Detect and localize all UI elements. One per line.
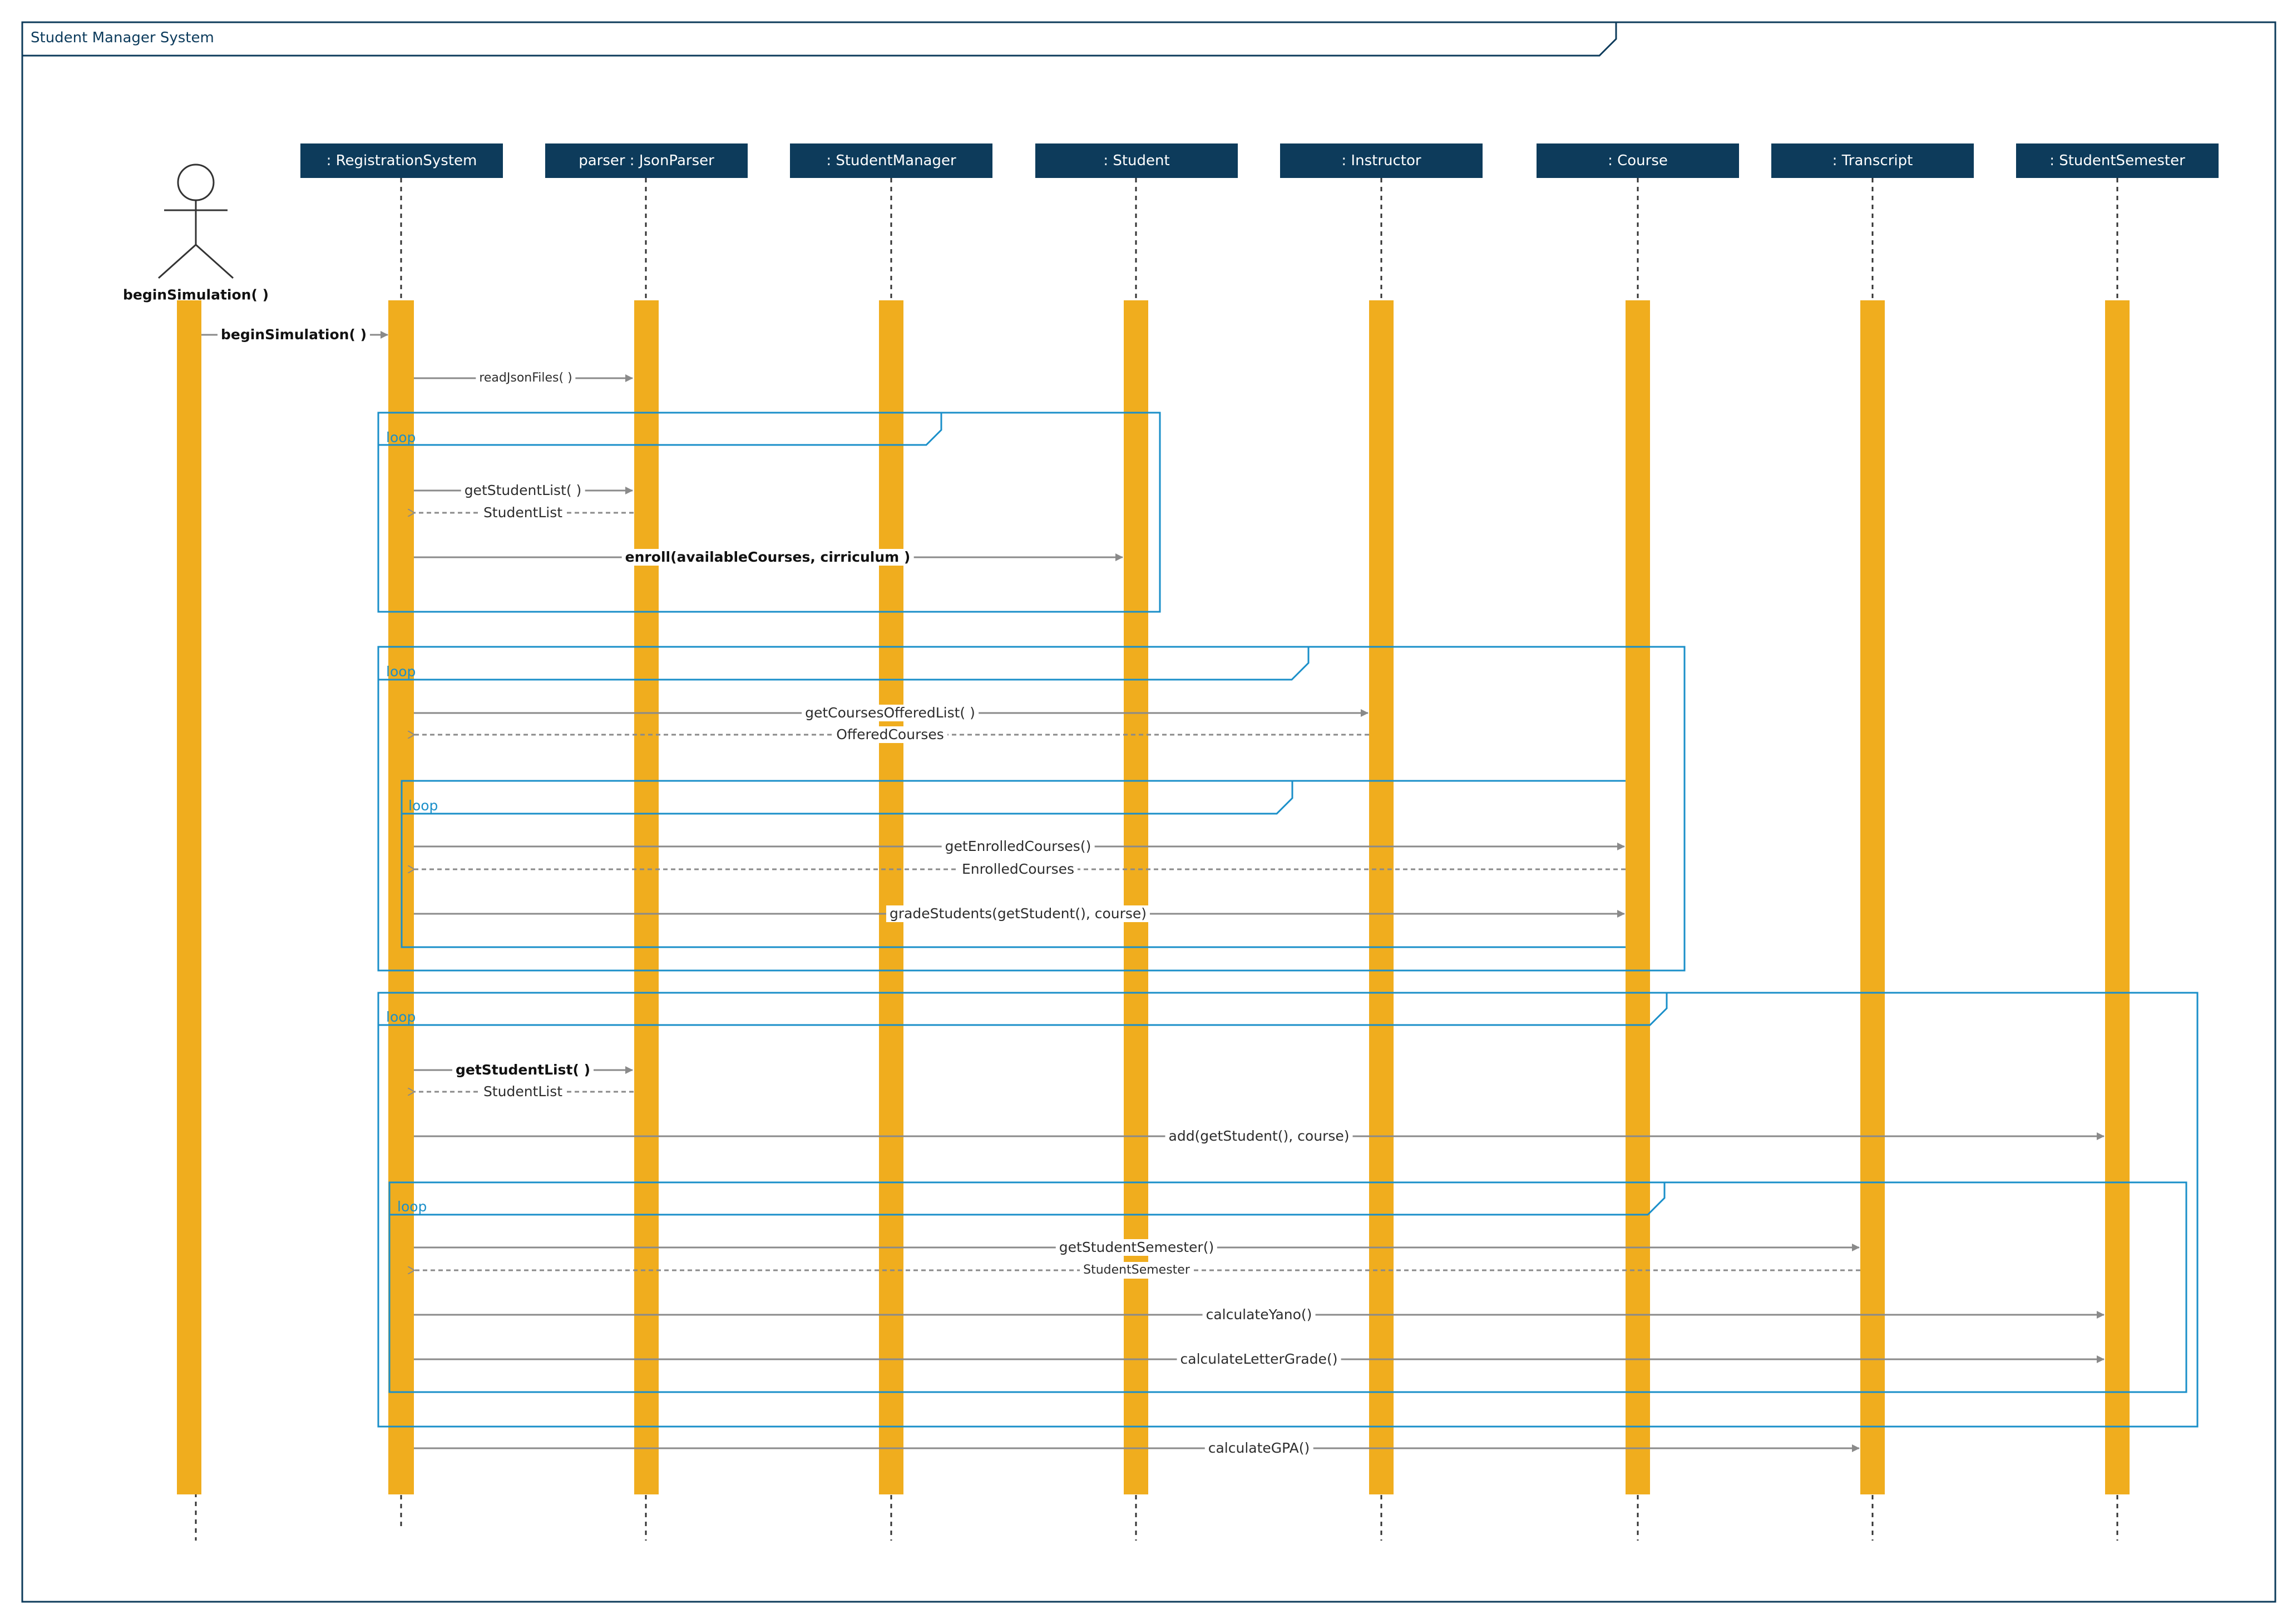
return-label-7: OfferedCourses (833, 726, 947, 743)
lifeline-header-course: : Course (1537, 143, 1739, 178)
message-label-1: beginSimulation( ) (217, 326, 371, 343)
lifeline-header-student: : Student (1035, 143, 1238, 178)
loop-fragment-3 (401, 780, 1626, 948)
activation-student-semester (2105, 300, 2130, 1494)
actor-icon (157, 164, 234, 279)
loop-label-2: loop (386, 664, 416, 680)
activation-instructor (1369, 300, 1394, 1494)
activation-course (1626, 300, 1650, 1494)
loop-label-3: loop (408, 798, 438, 814)
lifeline-header-instructor: : Instructor (1280, 143, 1483, 178)
message-label-3: getStudentList( ) (461, 482, 585, 499)
frame-title: Student Manager System (31, 29, 214, 46)
frame-border (21, 21, 2276, 1603)
return-label-12: StudentList (480, 1083, 566, 1100)
message-label-2: readJsonFiles( ) (476, 370, 576, 387)
lifeline-header-parser: parser : JsonParser (545, 143, 748, 178)
message-label-17: calculateLetterGrade() (1177, 1351, 1341, 1368)
message-label-8: getEnrolledCourses() (941, 838, 1095, 855)
activation-student-manager (879, 300, 903, 1494)
return-label-4: StudentList (480, 504, 566, 521)
loop-fragment-1-tab (378, 413, 942, 446)
loop-label-1: loop (386, 429, 416, 445)
loop-fragment-1 (377, 412, 1161, 613)
loop-fragment-5-tab (389, 1182, 1666, 1216)
activation-student (1124, 300, 1148, 1494)
message-label-11: getStudentList( ) (452, 1062, 594, 1078)
lifeline-header-student-manager: : StudentManager (790, 143, 992, 178)
frame-title-tab (22, 22, 1617, 57)
loop-label-5: loop (397, 1199, 427, 1215)
lifeline-header-transcript: : Transcript (1771, 143, 1974, 178)
message-label-18: calculateGPA() (1204, 1440, 1313, 1457)
loop-fragment-2-tab (378, 647, 1310, 681)
activation-parser (634, 300, 659, 1494)
loop-fragment-4-tab (378, 993, 1668, 1026)
loop-fragment-5 (388, 1181, 2187, 1393)
message-label-14: getStudentSemester() (1055, 1239, 1218, 1256)
actor-name: beginSimulation( ) (122, 286, 269, 303)
activation-transcript (1860, 300, 1885, 1494)
activation-actor (177, 300, 201, 1494)
loop-fragment-3-tab (402, 781, 1293, 815)
message-label-6: getCoursesOfferedList( ) (802, 705, 979, 721)
loop-fragment-4 (377, 992, 2199, 1428)
message-label-10: gradeStudents(getStudent(), course) (886, 905, 1150, 922)
return-label-9: EnrolledCourses (958, 861, 1078, 878)
message-label-13: add(getStudent(), course) (1165, 1128, 1353, 1145)
return-label-15: StudentSemester (1080, 1262, 1193, 1279)
loop-fragment-2 (377, 646, 1686, 972)
message-label-16: calculateYano() (1202, 1306, 1316, 1323)
lifeline-header-student-semester: : StudentSemester (2016, 143, 2219, 178)
lifeline-header-registration: : RegistrationSystem (300, 143, 503, 178)
message-label-5: enroll(availableCourses, cirriculum ) (621, 549, 914, 566)
loop-label-4: loop (386, 1009, 416, 1025)
